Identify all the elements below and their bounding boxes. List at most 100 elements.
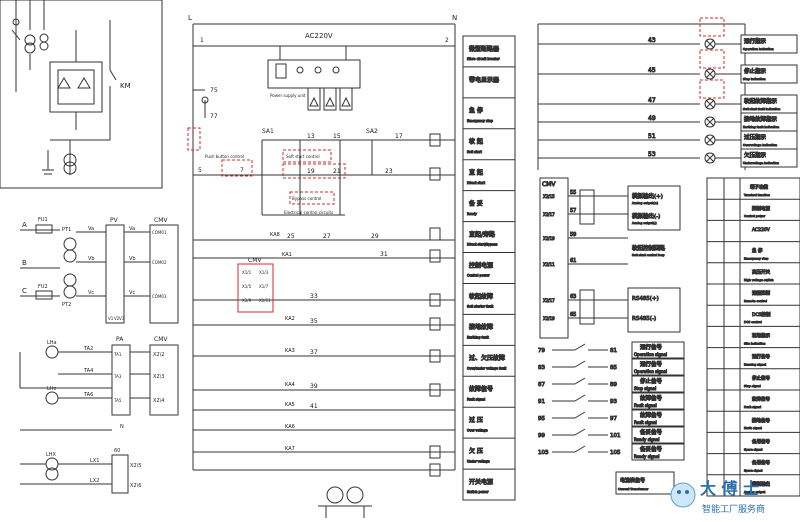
analog-pin: X2/11: [543, 262, 555, 267]
terminal-label: 运行信号: [752, 353, 770, 360]
pv-bottom-2: V3: [119, 316, 125, 321]
terminal-label: 急 停: [752, 247, 763, 254]
circuit-num: 19: [307, 168, 315, 175]
panel-item-sublabel: Over/under voltage fault: [467, 366, 507, 370]
bypass-note: Bypass control: [292, 196, 321, 201]
terminal-label: 控制电源: [752, 205, 770, 212]
fu1: FU1: [38, 217, 48, 223]
phase-c: C: [22, 287, 27, 295]
pv-title: PV: [110, 217, 119, 224]
main-bus: L N AC220V 1 2: [188, 14, 457, 470]
pa-bottom: N: [120, 424, 124, 430]
pv-mid-vb: Vb: [129, 256, 136, 262]
power-supply-unit: Power supply unit: [267, 46, 361, 111]
bottom-transformer: [318, 486, 372, 518]
circuit-num: 35: [310, 318, 318, 325]
pa-wire-0: TA2: [83, 346, 93, 352]
terminal-sublabel: Earth signal: [744, 426, 762, 430]
cmv-pin-3: X1/7: [259, 284, 269, 289]
terminal-sublabel: DCS control: [744, 320, 762, 324]
pa-inner-1: TA3: [113, 374, 122, 379]
indicator-wire-num: 53: [648, 151, 656, 158]
signal-label: 停止信号: [640, 377, 663, 385]
lx-block: LHX LX1 LX2 60 X2\5 X2\6: [20, 448, 141, 494]
analog-pin: X2/17: [543, 298, 555, 303]
panel-item-sublabel: Over voltage: [467, 428, 488, 432]
analog-label: RS485(+): [632, 296, 659, 302]
lx-relay: 60: [114, 448, 120, 454]
circuit-num: 15: [333, 133, 341, 140]
analog-pin: X2/19: [543, 316, 555, 321]
terminal-sublabel: Emergency stop: [744, 257, 768, 261]
analog-wire-num: 55: [570, 190, 576, 196]
pv-block: A B C FU1 FU2 PT1 PT2 PV CMV Va Vb Vc Va…: [20, 217, 179, 324]
watermark-brand: 大 傅 士: [700, 479, 759, 498]
pa-cmv-pin-2: X2\4: [153, 398, 164, 404]
terminal-header: 端子功能: [750, 184, 768, 191]
panel-item-label: 软 起: [469, 138, 483, 146]
pv-cmv-pin-0: COM01: [152, 230, 167, 235]
circuit-num: 27: [323, 233, 331, 240]
pv-cmv-pin-1: COM02: [152, 260, 167, 265]
cmv-pin-5: X1/11: [259, 298, 271, 303]
pa-cmv-pin-0: X2\2: [153, 352, 164, 358]
analog-label: 模拟输出(-): [632, 212, 660, 220]
pv-mid-va: Va: [129, 226, 135, 232]
signal-label: 故障信号: [640, 411, 663, 419]
analog-area: CMVX2/1555X2/1757X2/1959X2/1161X2/1763X2…: [539, 177, 681, 339]
signal-label: 备妥信号: [640, 445, 663, 453]
analog-cmv-title: CMV: [542, 181, 556, 188]
panel-item-label: 直 起: [469, 169, 483, 177]
terminal-sublabel: High voltage switch: [744, 278, 774, 282]
panel-item-label: 软起故障: [469, 292, 493, 300]
watermark-tagline: 智能工厂服务商: [702, 503, 765, 515]
panel-item-sublabel: Emergency stop: [467, 119, 493, 123]
signal-footer-sublabel: Current Transformer: [618, 487, 649, 491]
pt1: PT1: [62, 227, 71, 233]
circuit-num: 25: [287, 233, 295, 240]
circuit-num: 23: [385, 168, 393, 175]
pa-block: LHa LHc TA2 TA4 TA6 PA CMV TA1 TA3 TA5 X…: [19, 336, 179, 431]
indicator-wire-num: 45: [648, 67, 656, 74]
circuit-num: 33: [310, 293, 318, 300]
watermark: 大 傅 士 智能工厂服务商: [670, 479, 765, 515]
sa1-label: SA1: [262, 128, 274, 135]
terminal-label: 备用信号: [752, 459, 770, 466]
sa2-label: SA2: [366, 128, 378, 135]
ka-label: KA2: [285, 316, 295, 322]
analog-sublabel: Analog output(-): [632, 221, 657, 225]
right-rail-label: N: [452, 14, 457, 22]
signal-right-num: 85: [610, 365, 617, 371]
wire-75: 75: [210, 87, 218, 94]
panel-item-sublabel: Under voltage: [467, 459, 490, 463]
signal-sublabel: Ready signal: [634, 437, 660, 442]
panel-item-label: 过、欠压故障: [469, 354, 505, 362]
circuit-num: 13: [307, 133, 315, 140]
panel-item-label: 直起/旁路: [469, 230, 495, 238]
indicator-label: 过压指示: [744, 133, 767, 141]
terminal-sublabel: Spare signal: [744, 447, 763, 451]
terminal-sublabel: Running signal: [744, 363, 766, 367]
signal-footer-label: 电流表信号: [620, 477, 645, 484]
terminal-sublabel: Spare signal: [744, 469, 763, 473]
panel-item-sublabel: Micro circuit breaker: [467, 57, 500, 61]
analog-label: 模拟输出(+): [632, 192, 663, 200]
psu-note: Power supply unit: [270, 93, 306, 98]
cmv-pin-1: X1/3: [259, 270, 269, 275]
panel-item-label: 欠 压: [469, 447, 483, 455]
indicator-wire-num: 51: [648, 133, 656, 140]
cmv-title: CMV: [248, 257, 262, 264]
terminal-label: AC220V: [752, 227, 771, 233]
indicator-sublabel: Stop indication: [743, 77, 766, 81]
terminal-sublabel: Remote control: [744, 299, 767, 303]
wire-77: 77: [210, 113, 218, 120]
signal-sublabel: Fault signal: [634, 403, 657, 408]
panel-item-sublabel: Soft start: [467, 150, 482, 154]
signal-left-num: 87: [538, 382, 545, 388]
signal-right-num: 105: [610, 450, 621, 456]
panel-item-sublabel: Control power: [467, 274, 490, 278]
signal-sublabel: Operation signal: [634, 352, 667, 357]
